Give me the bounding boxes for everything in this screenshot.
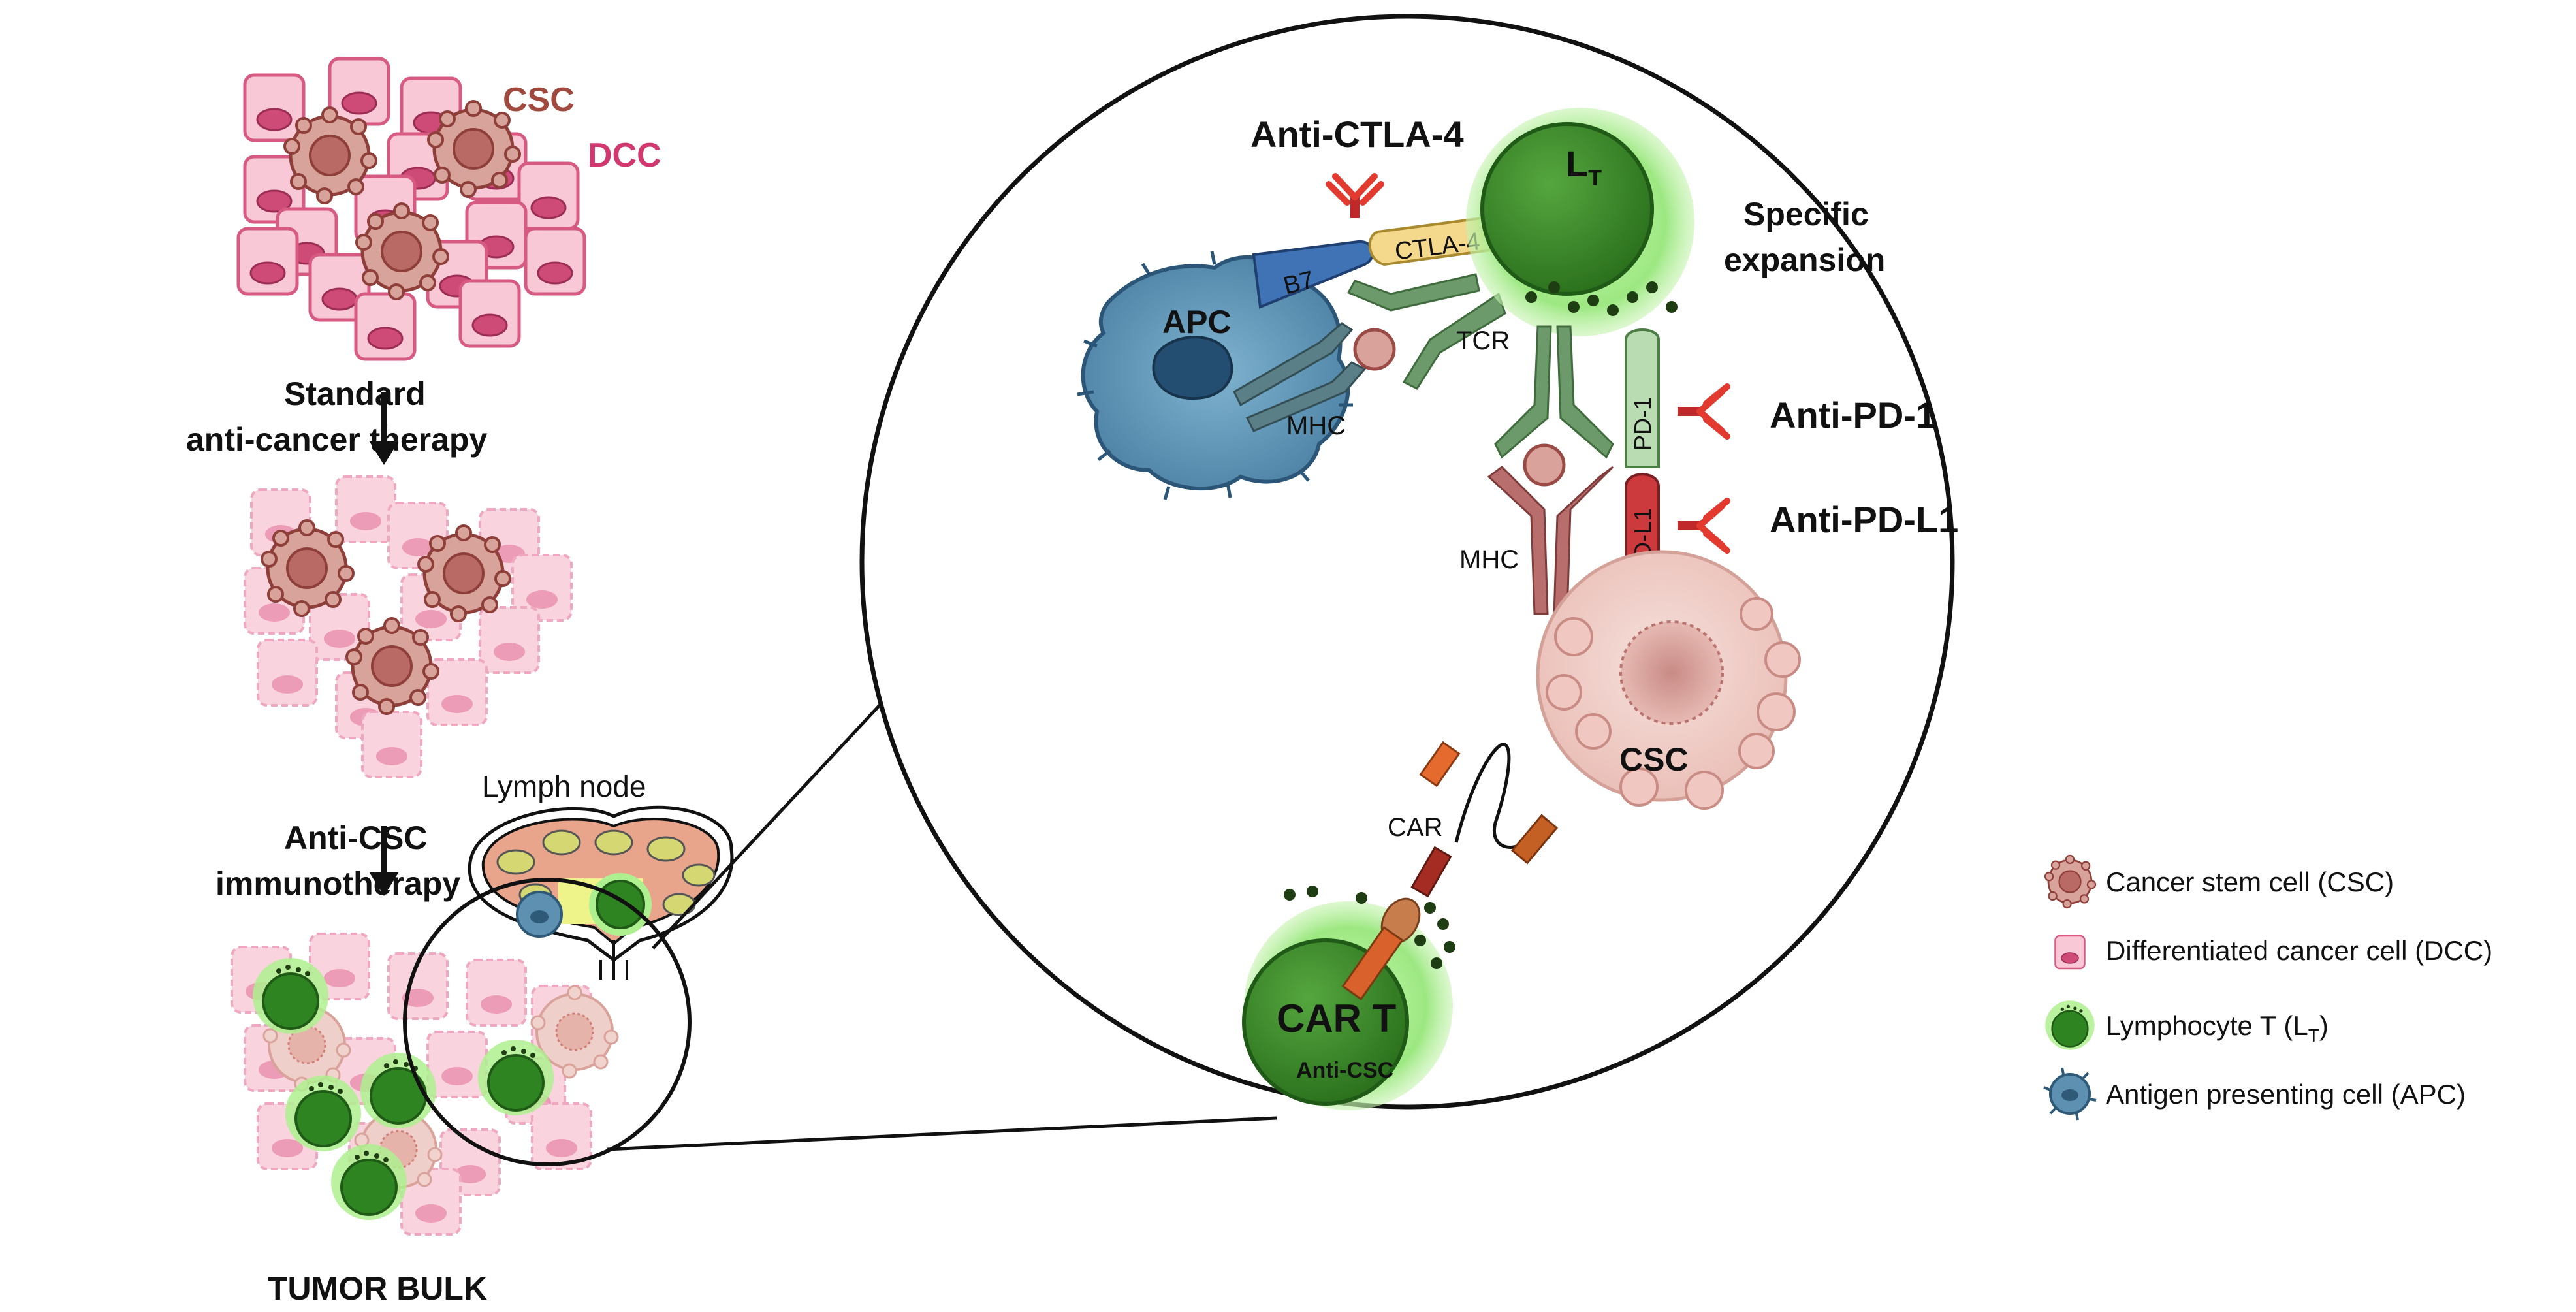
legend-item-apc: Antigen presenting cell (APC) xyxy=(2043,1067,2466,1121)
pd1-receptor: PD-1 xyxy=(1625,328,1660,468)
label-car: CAR xyxy=(1388,813,1442,842)
label-lt: LT xyxy=(1566,143,1602,191)
label-csc-zoom: CSC xyxy=(1619,741,1689,778)
tcr-csc-receptor: MHC xyxy=(1459,325,1614,615)
legend-item-lymphocyte: Lymphocyte T (LT) xyxy=(2044,1000,2329,1051)
cancer-stem-cell-icon xyxy=(2044,854,2097,909)
label-specific-1: Specific xyxy=(1743,196,1869,232)
label-pd1: PD-1 xyxy=(1629,397,1656,451)
label-anti-pdl1: Anti-PD-L1 xyxy=(1770,499,1958,540)
tumor-after-standard-therapy xyxy=(244,475,573,778)
label-mhc-apc: MHC xyxy=(1286,411,1346,440)
mhc-apc-receptor: MHC xyxy=(1233,322,1396,440)
lymphocyte-t-large: LT xyxy=(1466,108,1694,336)
label-dcc-top: DCC xyxy=(588,136,661,174)
legend-text-csc: Cancer stem cell (CSC) xyxy=(2106,867,2394,897)
differentiated-cancer-cell-icon xyxy=(2054,935,2086,970)
legend-item-csc: Cancer stem cell (CSC) xyxy=(2044,854,2394,909)
legend-item-dcc: Differentiated cancer cell (DCC) xyxy=(2054,935,2492,970)
zoom-source-circle xyxy=(403,878,692,1166)
label-standard-2: anti-cancer therapy xyxy=(186,421,487,458)
zoom-connector-top xyxy=(652,684,899,950)
label-anticsc-1: Anti-CSC xyxy=(284,820,427,856)
lymph-node: Lymph node xyxy=(468,769,734,980)
lymphocyte-t-icon xyxy=(2044,1000,2095,1051)
label-lymph-node: Lymph node xyxy=(482,769,646,803)
tumor-after-immunotherapy xyxy=(231,933,619,1236)
label-csc-top: CSC xyxy=(503,81,575,119)
label-anti-csc: Anti-CSC xyxy=(1296,1058,1393,1083)
label-car-t: CAR T xyxy=(1277,997,1396,1040)
label-anti-ctla4: Anti-CTLA-4 xyxy=(1250,114,1464,155)
legend-text-lymphocyte: Lymphocyte T (LT) xyxy=(2106,1010,2329,1046)
label-tcr: TCR xyxy=(1456,327,1510,355)
label-mhc-csc: MHC xyxy=(1459,545,1519,574)
label-apc: APC xyxy=(1162,304,1232,340)
arrow-down-1 xyxy=(369,392,399,465)
apc-cell: APC xyxy=(1077,251,1353,500)
label-tumor-bulk: TUMOR BULK xyxy=(268,1270,487,1307)
legend-text-dcc: Differentiated cancer cell (DCC) xyxy=(2106,935,2492,966)
car-t-cell: CAR T Anti-CSC xyxy=(1242,886,1455,1110)
label-standard-1: Standard xyxy=(284,376,426,412)
arrow-down-2 xyxy=(369,826,399,896)
tcr-receptor: TCR xyxy=(1346,273,1510,390)
antigen-presenting-cell-icon xyxy=(2043,1067,2097,1121)
label-specific-2: expansion xyxy=(1724,242,1885,278)
label-anti-pd1: Anti-PD-1 xyxy=(1770,394,1936,436)
zoom-connector-bottom xyxy=(607,1116,1277,1151)
legend-text-apc: Antigen presenting cell (APC) xyxy=(2106,1079,2466,1110)
car-receptor: CAR xyxy=(1388,741,1559,898)
label-anticsc-2: immunotherapy xyxy=(215,865,460,902)
csc-large: CSC xyxy=(1536,550,1801,810)
legend: Cancer stem cell (CSC) Differentiated ca… xyxy=(2043,854,2492,1121)
tumor-before-therapy: CSC DCC xyxy=(238,59,661,359)
